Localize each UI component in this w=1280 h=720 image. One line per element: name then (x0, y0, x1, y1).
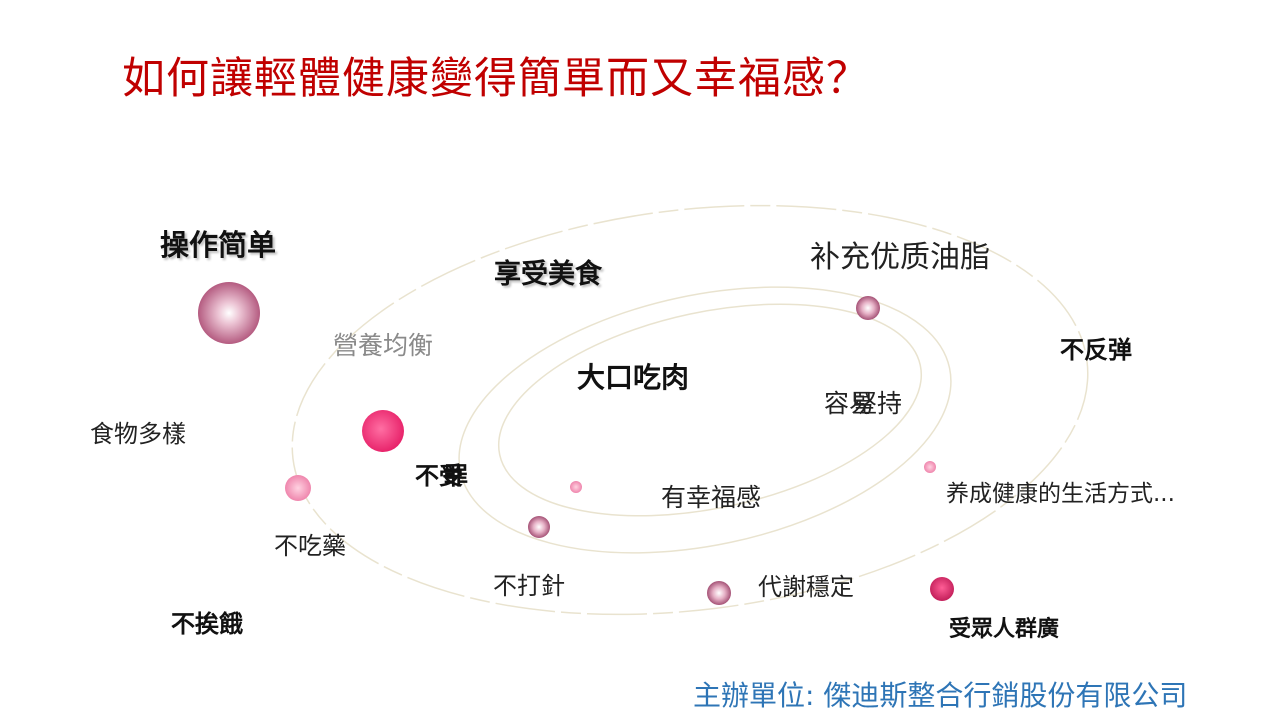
sphere-upper-right (856, 296, 880, 320)
inner-orbit (497, 303, 923, 517)
label-no-tiredness-part2: 罪 (444, 462, 468, 490)
sphere-pink (285, 475, 311, 501)
middle-orbit (458, 286, 952, 554)
label-operation-simple: 操作简单 (160, 228, 277, 262)
label-no-rebound: 不反弹 (1060, 336, 1132, 364)
sphere-large (198, 282, 260, 344)
sphere-hot-pink (362, 410, 404, 452)
label-supplement-oils: 补充优质油脂 (810, 240, 990, 275)
label-eat-meat: 大口吃肉 (577, 361, 690, 394)
label-healthy-lifestyle: 养成健康的生活方式... (946, 481, 1175, 507)
label-food-variety: 食物多樣 (90, 420, 186, 448)
label-easy-persist-part1: 容易 (824, 389, 875, 418)
label-no-tiredness-part1: 不受 (415, 462, 463, 490)
label-happiness: 有幸福感 (661, 483, 762, 512)
label-no-injection: 不打針 (493, 572, 565, 600)
label-easy-persist: 容易 (824, 384, 874, 420)
page-title: 如何讓輕體健康變得簡單而又幸福感？ (122, 54, 870, 104)
sphere-lower-mid (528, 516, 550, 538)
label-easy-persist-overlay: 堅持 (852, 384, 902, 420)
label-no-tiredness-overlay: 罪 (444, 456, 468, 491)
label-wide-audience: 受眾人群廣 (949, 617, 1060, 642)
label-easy-persist-part2: 堅持 (852, 389, 903, 418)
label-no-hunger: 不挨餓 (171, 610, 243, 638)
organizer-footer: 主辦單位: 傑迪斯整合行銷股份有限公司 (693, 679, 1188, 712)
sphere-bottom (707, 581, 731, 605)
sphere-right-tiny (924, 461, 936, 473)
label-no-medicine: 不吃藥 (274, 532, 346, 560)
label-enjoy-food: 享受美食 (494, 259, 602, 290)
label-no-tiredness: 不受 (415, 456, 463, 491)
outer-orbit (291, 204, 1089, 616)
sphere-inner-small (570, 481, 582, 493)
sphere-right-dark (930, 577, 954, 601)
label-nutrition-balance: 營養均衡 (333, 331, 434, 360)
label-stable-metabolism: 代謝穩定 (758, 573, 854, 601)
